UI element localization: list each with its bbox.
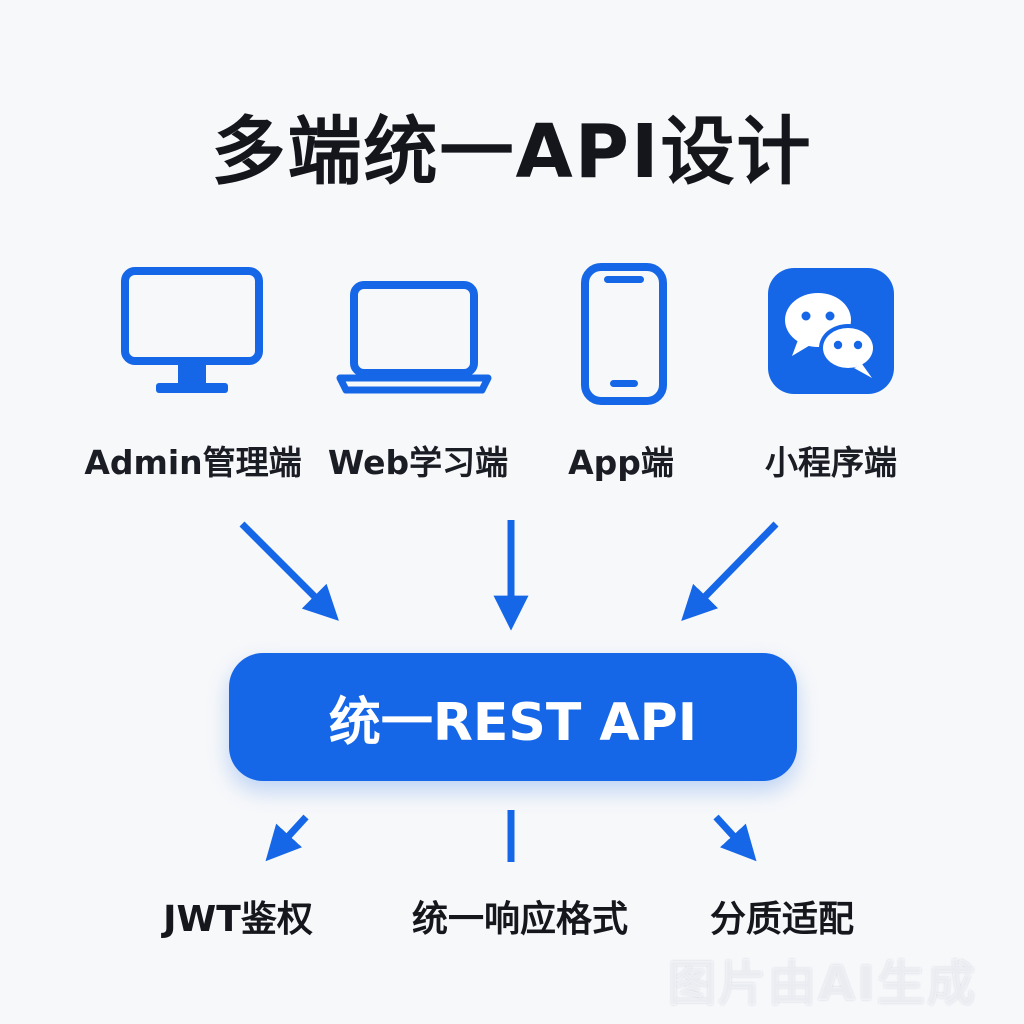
client-label-app: App端: [568, 443, 674, 482]
client-label-miniprogram: 小程序端: [765, 443, 897, 482]
arrow-api-to-adapt: [713, 814, 757, 862]
wechat-icon: [768, 268, 894, 398]
page-title: 多端统一API设计: [211, 109, 813, 195]
client-label-admin: Admin管理端: [84, 443, 302, 482]
ai-watermark: 图片由AI生成: [668, 956, 978, 1012]
laptop-icon: [336, 280, 492, 400]
monitor-icon: [120, 266, 266, 404]
feature-label-adaptation: 分质适配: [709, 899, 854, 940]
api-label: 统一REST API: [328, 692, 698, 753]
arrow-miniprogram-to-api: [681, 521, 779, 622]
client-label-web: Web学习端: [327, 443, 509, 482]
arrow-api-to-jwt: [265, 814, 309, 862]
unified-rest-api-box: 统一REST API: [229, 653, 797, 781]
feature-label-response-format: 统一响应格式: [411, 899, 628, 940]
phone-icon: [580, 262, 668, 410]
feature-label-jwt: JWT鉴权: [163, 899, 313, 940]
arrow-admin-to-api: [239, 521, 339, 621]
